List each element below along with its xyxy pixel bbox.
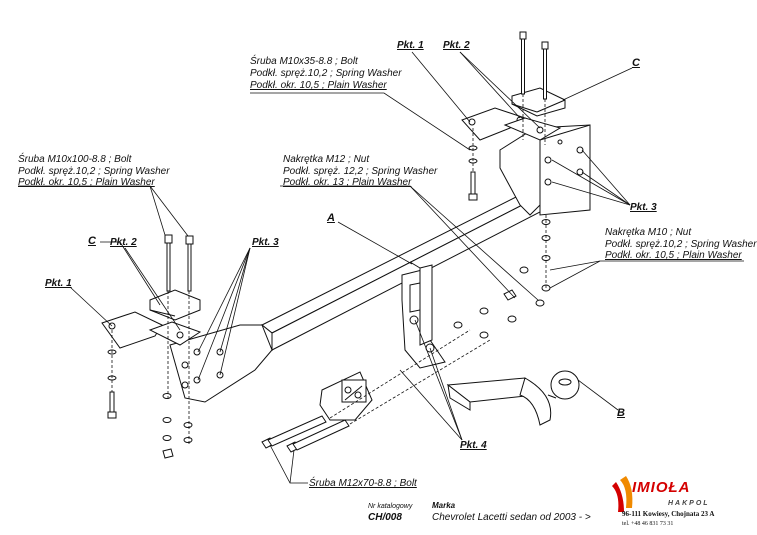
company-logo-subtitle: HAKPOL — [668, 500, 710, 507]
callout-pkt2-top: Pkt. 2 — [443, 40, 470, 51]
catalog-number: CH/008 — [368, 512, 402, 523]
callout-pkt4: Pkt. 4 — [460, 440, 487, 451]
label-plain-washer-10-5-top: Podkł. okr. 10,5 ; Plain Washer — [250, 80, 387, 91]
socket-plate — [319, 371, 373, 421]
right-side-plate — [499, 124, 591, 216]
ball-neck-b — [446, 370, 580, 426]
crossbar-a — [261, 189, 542, 352]
label-nut-m10: Nakrętka M10 ; Nut — [605, 227, 692, 238]
label-plain-washer-13: Podkł. okr. 13 ; Plain Washer — [283, 177, 412, 188]
label-plain-washer-10-5-left: Podkł. okr. 10,5 ; Plain Washer — [18, 177, 155, 188]
right-top-plate — [461, 107, 562, 141]
left-top-plate — [101, 311, 202, 349]
callout-b: B — [617, 407, 625, 419]
callout-a: A — [327, 212, 335, 224]
company-address: 96-111 Kowiesy, Chojnata 23 A — [622, 510, 715, 518]
left-top-bolts — [164, 234, 194, 292]
callout-pkt2-left: Pkt. 2 — [110, 237, 137, 248]
right-top-bracket-c — [511, 87, 566, 117]
imiola-logo-mark — [612, 476, 633, 512]
callout-c-left: C — [88, 235, 96, 247]
callout-pkt3-left: Pkt. 3 — [252, 237, 279, 248]
leader-lines — [18, 51, 744, 484]
lower-bolts-m12 — [261, 415, 350, 453]
callout-pkt1-top: Pkt. 1 — [397, 40, 424, 51]
callout-pkt3-right: Pkt. 3 — [630, 202, 657, 213]
label-nut-m12: Nakrętka M12 ; Nut — [283, 154, 370, 165]
label-spring-washer-10-2-right: Podkł. spręż.10,2 ; Spring Washer — [605, 239, 757, 250]
left-lower-fasteners — [162, 393, 193, 459]
label-plain-washer-10-5-right: Podkł. okr. 10,5 ; Plain Washer — [605, 250, 742, 261]
label-bolt-m10x100: Śruba M10x100-8.8 ; Bolt — [18, 154, 132, 165]
left-side-plate — [169, 324, 273, 403]
right-side-fasteners — [453, 219, 551, 339]
label-bolt-m10x35: Śruba M10x35-8.8 ; Bolt — [250, 56, 358, 67]
callout-c-top: C — [632, 57, 640, 69]
catalog-number-label: Nr katalogowy — [368, 503, 413, 510]
company-logo-text: IMIOŁA — [632, 479, 691, 496]
label-spring-washer-10-2-top: Podkł. spręż.10,2 ; Spring Washer — [250, 68, 402, 79]
label-spring-washer-12-2: Podkł. spręż. 12,2 ; Spring Washer — [283, 166, 438, 177]
make-label: Marka — [432, 501, 456, 510]
center-hanger-plate — [401, 264, 446, 369]
company-phone: tel. +48 46 831 73 31 — [622, 521, 674, 527]
callout-pkt1-left: Pkt. 1 — [45, 278, 72, 289]
right-top-bolts — [519, 31, 549, 100]
left-top-bracket-c — [149, 289, 201, 321]
label-spring-washer-10-2-left: Podkł. spręż.10,2 ; Spring Washer — [18, 166, 170, 177]
vehicle-model: Chevrolet Lacetti sedan od 2003 - > — [432, 512, 591, 523]
label-bolt-m12x70: Śruba M12x70-8.8 ; Bolt — [309, 478, 417, 489]
